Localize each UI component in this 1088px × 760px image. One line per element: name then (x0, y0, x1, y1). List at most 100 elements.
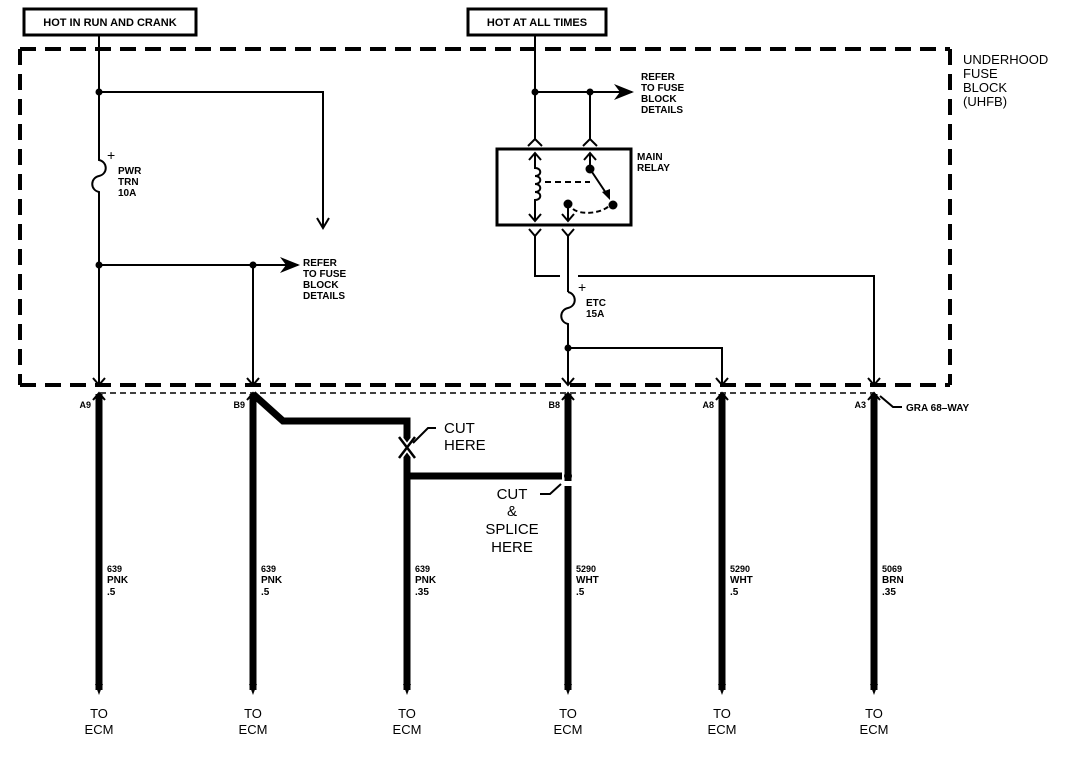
wire-gauge: .5 (261, 587, 270, 598)
fuse-pwr-trn-icon (91, 150, 107, 200)
destination: TO (713, 706, 731, 721)
svg-text:TO FUSE: TO FUSE (641, 83, 684, 94)
connector-leader (879, 395, 902, 408)
svg-text:FUSE: FUSE (963, 66, 998, 81)
circuit-number: 5069 (882, 564, 902, 574)
svg-text:REFER: REFER (303, 258, 338, 269)
male-terminal-icon (92, 391, 106, 401)
source-label-all-times: HOT AT ALL TIMES (466, 7, 608, 37)
source-label-run-crank: HOT IN RUN AND CRANK (22, 7, 198, 37)
svg-text:PWR: PWR (118, 166, 142, 177)
relay-contact (608, 200, 618, 210)
svg-text:ETC: ETC (586, 298, 606, 309)
source-text-all-times: HOT AT ALL TIMES (487, 17, 587, 29)
svg-text:TO FUSE: TO FUSE (303, 269, 346, 280)
splice-point (564, 472, 572, 480)
cut-mark-icon (396, 435, 418, 460)
fuse-block-name: UNDERHOOD FUSE BLOCK (UHFB) (963, 52, 1048, 109)
pin-label: B8 (548, 400, 560, 410)
male-terminal-icon (561, 391, 575, 401)
female-terminal-icon (92, 377, 106, 387)
run-crank-circuit: + PWR TRN 10A REFER TO FUSE BLOCK DETAIL… (91, 35, 346, 384)
splice-gap (563, 481, 573, 486)
wire-639-pnk-035-path (250, 391, 411, 690)
main-relay-label: MAIN RELAY (637, 152, 670, 174)
circuit-number: 639 (107, 564, 122, 574)
wire-gauge: .35 (415, 587, 429, 598)
svg-text:10A: 10A (118, 188, 136, 199)
cut-splice-label: CUT & SPLICE HERE (485, 486, 538, 556)
svg-text:MAIN: MAIN (637, 152, 663, 163)
destination: ECM (393, 722, 422, 737)
wire-color: WHT (576, 575, 599, 586)
wire-gauge: .35 (882, 587, 896, 598)
source-text-run-crank: HOT IN RUN AND CRANK (43, 17, 176, 29)
svg-text:TRN: TRN (118, 177, 139, 188)
cut-here-label: CUT (444, 420, 475, 437)
destination: ECM (708, 722, 737, 737)
arrow-icon (316, 217, 330, 230)
circuit-number: 639 (415, 564, 430, 574)
destination: TO (398, 706, 416, 721)
svg-text:+: + (578, 279, 586, 295)
wire-color: WHT (730, 575, 753, 586)
destination: TO (90, 706, 108, 721)
svg-text:HERE: HERE (444, 437, 486, 454)
arrow-down-icon (249, 684, 257, 695)
wire-color: BRN (882, 575, 904, 586)
arrow-down-icon (870, 684, 878, 695)
svg-text:&: & (507, 503, 517, 520)
destination: ECM (239, 722, 268, 737)
wire-color: PNK (261, 575, 283, 586)
svg-text:(UHFB): (UHFB) (963, 94, 1007, 109)
female-terminal-icon (246, 377, 260, 387)
svg-text:SPLICE: SPLICE (485, 521, 538, 538)
wire-color: PNK (415, 575, 437, 586)
svg-text:BLOCK: BLOCK (303, 280, 339, 291)
wire-gauge: .5 (576, 587, 585, 598)
terminals: A9639PNK.5TOECMB9639PNK.5TOECM639PNK.35T… (79, 377, 904, 737)
svg-text:15A: 15A (586, 309, 604, 320)
relay-coil-icon (534, 153, 542, 221)
destination: TO (559, 706, 577, 721)
wire-gauge: .5 (730, 587, 739, 598)
pin-label: A3 (854, 400, 866, 410)
main-relay-circuit: REFER TO FUSE BLOCK DETAILS MAIN RELAY (495, 35, 875, 384)
male-terminal-icon (867, 391, 881, 401)
destination: ECM (85, 722, 114, 737)
circuit-number: 5290 (576, 564, 596, 574)
arrow-down-icon (95, 684, 103, 695)
svg-text:DETAILS: DETAILS (303, 291, 345, 302)
destination: TO (244, 706, 262, 721)
destination: ECM (860, 722, 889, 737)
main-relay-box (495, 147, 633, 227)
svg-text:RELAY: RELAY (637, 163, 670, 174)
destination: ECM (554, 722, 583, 737)
female-terminal-icon (715, 377, 729, 387)
arrow-down-icon (564, 684, 572, 695)
harness-modification: CUT HERE CUT & SPLICE HERE (250, 391, 572, 690)
cut-here-leader (412, 427, 436, 444)
pin-label: A9 (79, 400, 91, 410)
refer-note-middle: REFER TO FUSE BLOCK DETAILS (303, 258, 346, 302)
cut-splice-leader (540, 483, 562, 495)
wire-color: PNK (107, 575, 129, 586)
svg-text:HERE: HERE (491, 539, 533, 556)
wire-gauge: .5 (107, 587, 116, 598)
fuse-block-boundary (18, 47, 952, 394)
arrow-down-icon (718, 684, 726, 695)
male-terminal-icon (715, 391, 729, 401)
refer-note-top: REFER TO FUSE BLOCK DETAILS (641, 72, 684, 116)
female-terminal-icon (867, 377, 881, 387)
svg-text:DETAILS: DETAILS (641, 105, 683, 116)
destination: TO (865, 706, 883, 721)
circuit-number: 639 (261, 564, 276, 574)
pin-label: B9 (233, 400, 245, 410)
circuit-number: 5290 (730, 564, 750, 574)
